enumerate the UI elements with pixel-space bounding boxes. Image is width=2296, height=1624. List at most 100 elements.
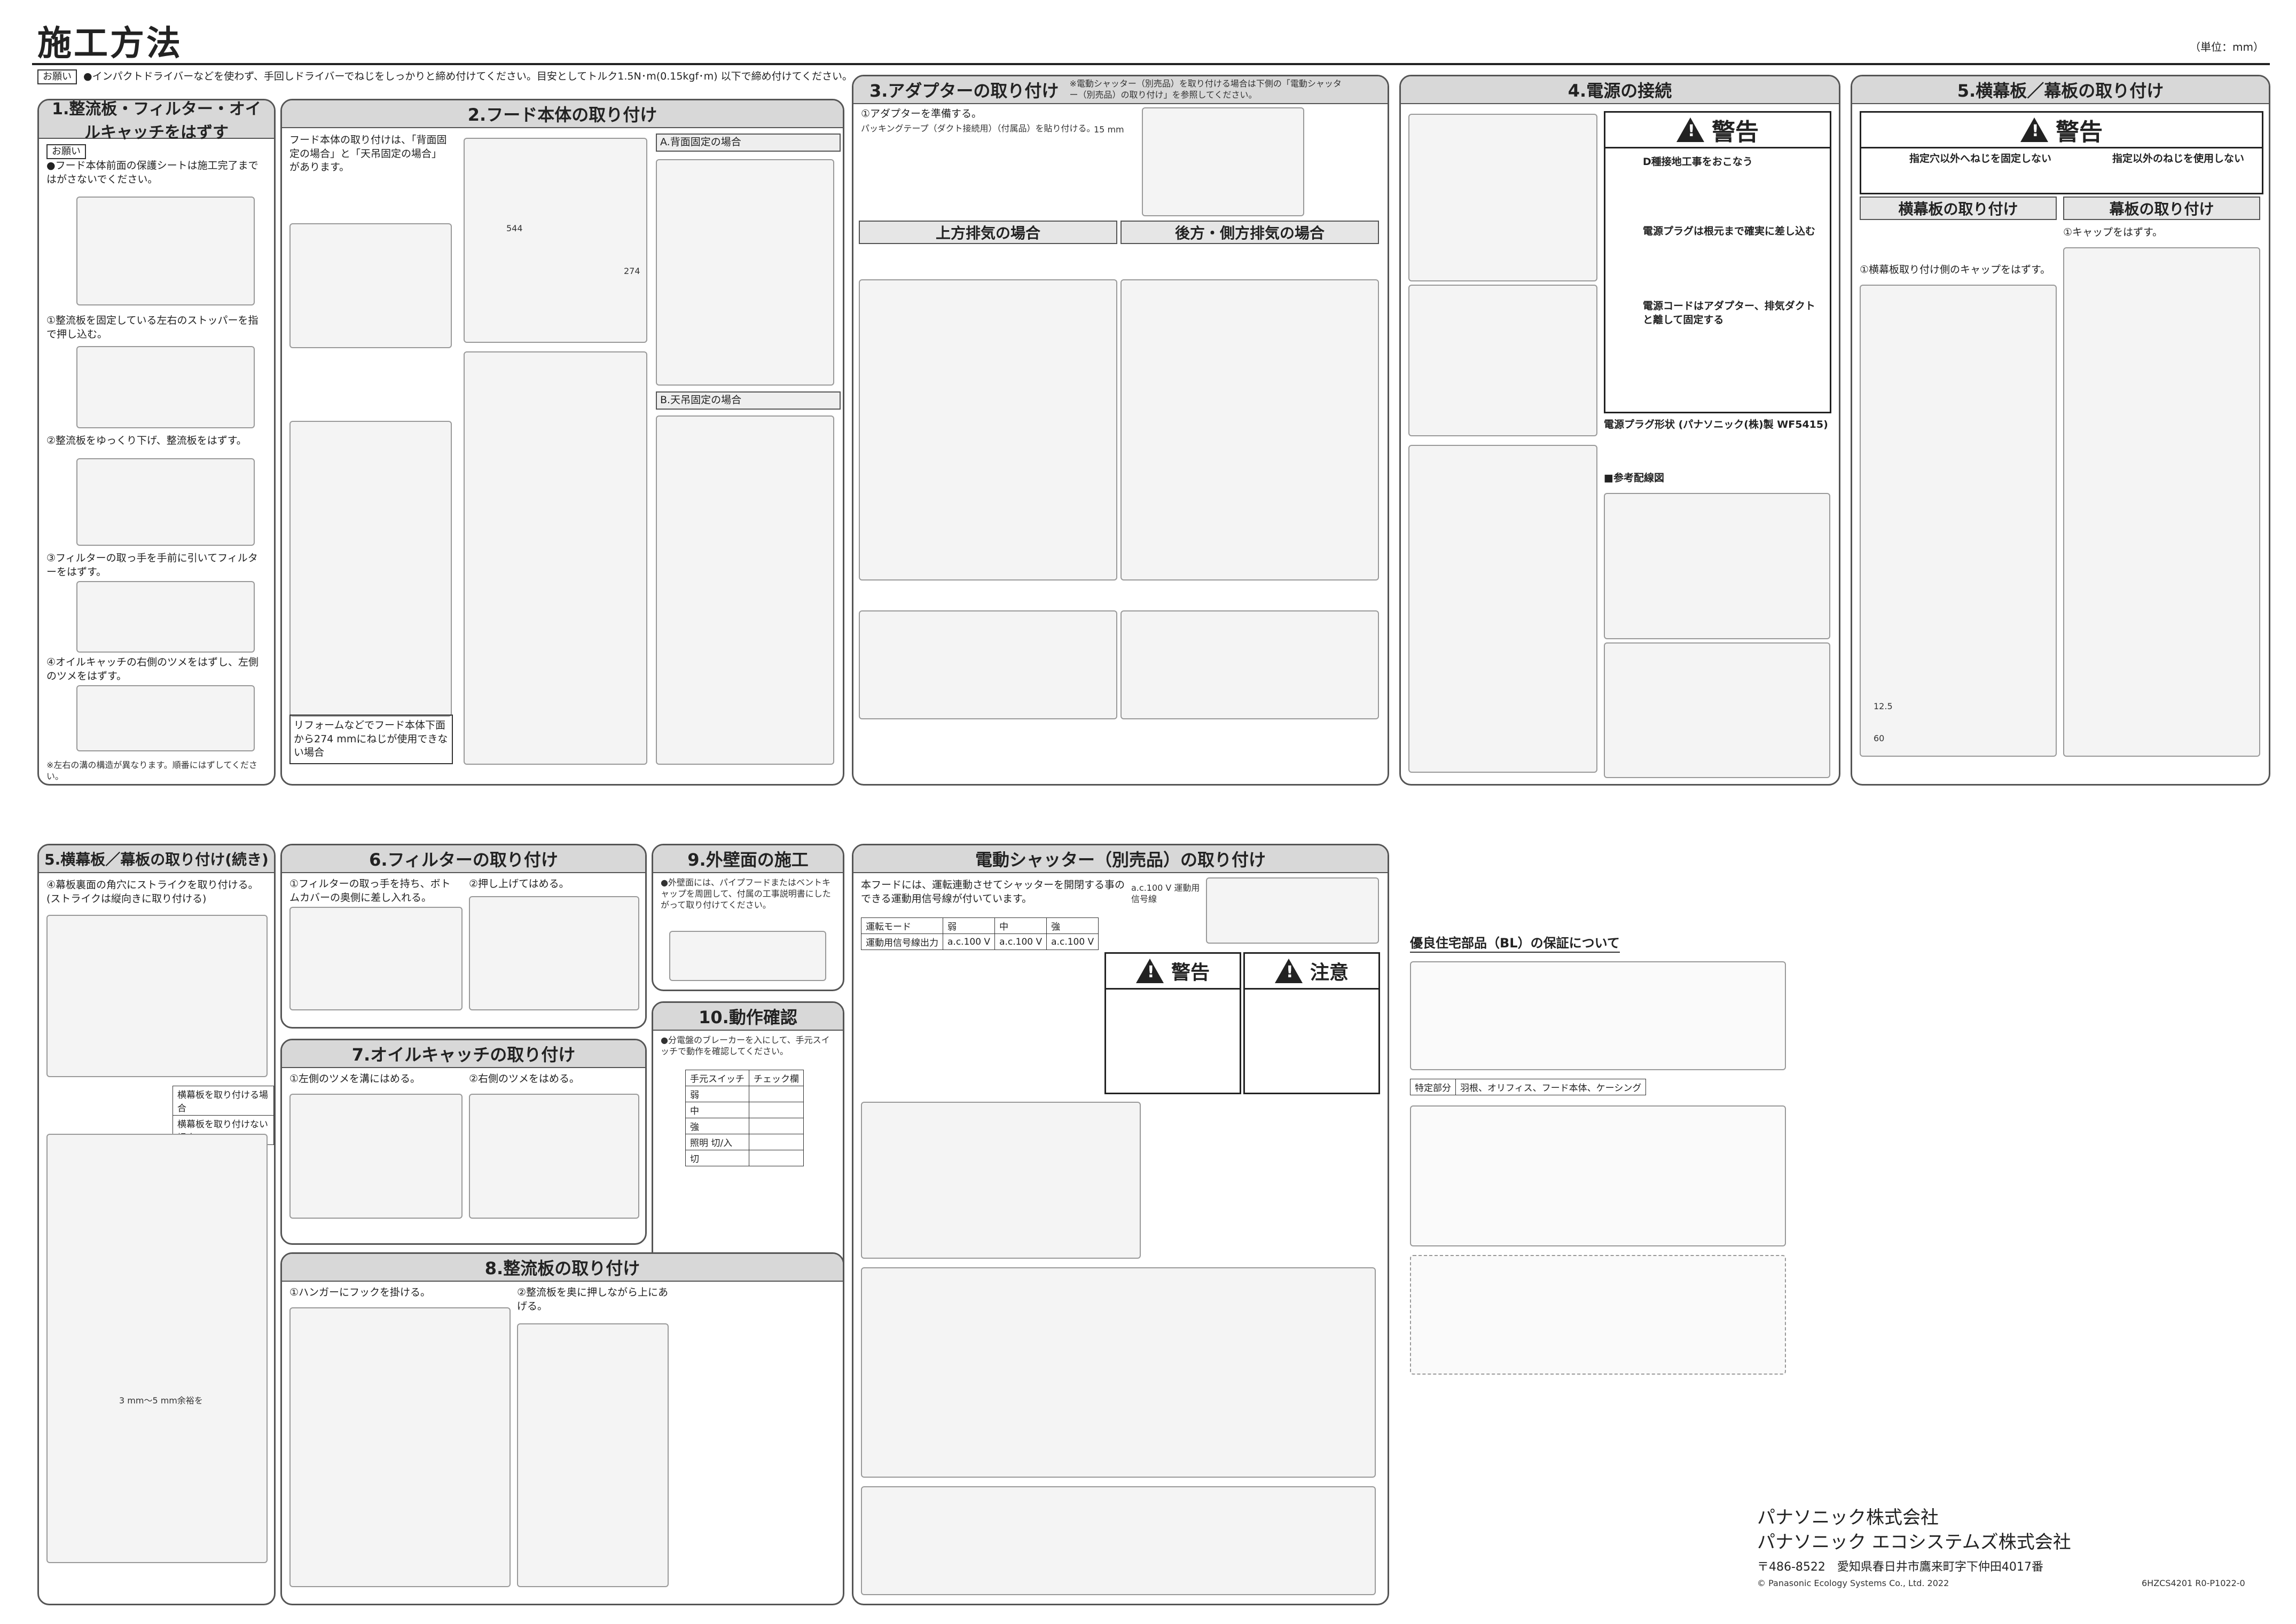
s10-check-cell[interactable] [749, 1134, 804, 1150]
s10-check-table: 手元スイッチチェック欄 弱 中 強 照明 切/入 切 [685, 1070, 804, 1166]
s4-figure-2 [1408, 285, 1597, 436]
s11-warning-label: 警告 [1171, 962, 1210, 984]
s5-dim-12-5: 12.5 [1874, 701, 1893, 711]
s2-figure-2 [289, 421, 452, 717]
section-2-title: 2.フード本体の取り付け [282, 100, 843, 128]
section-1-title: 1.整流板・フィルター・オイルキャッチをはずす [39, 100, 274, 142]
s10-check-cell[interactable] [749, 1102, 804, 1118]
s3-up-figure-1 [859, 279, 1117, 580]
s5c-dim: 3 mm〜5 mm余裕を [119, 1395, 203, 1406]
s3-back-figure-2 [1120, 610, 1379, 719]
footer-corp-2: パナソニック エコシステムズ株式会社 [1757, 1531, 2071, 1553]
bl-list [1410, 1105, 1786, 1246]
s2-figure-1 [289, 223, 452, 348]
s10-text: ●分電盤のブレーカーを入にして、手元スイッチで動作を確認してください。 [661, 1035, 830, 1056]
s4-wiring-figure-1 [1604, 493, 1830, 639]
footer-copyright: © Panasonic Ecology Systems Co., Ltd. 20… [1757, 1578, 1949, 1588]
s10-row: 照明 切/入 [685, 1134, 749, 1150]
s3-back-figure-1 [1120, 279, 1379, 580]
section-6-title: 6.フィルターの取り付け [282, 845, 645, 873]
section-10-title: 10.動作確認 [653, 1003, 843, 1031]
s11-signal-label: a.c.100 V 運動用信号線 [1131, 883, 1200, 904]
s2-figure-a [656, 159, 834, 386]
footer-corp: パナソニック株式会社 パナソニック エコシステムズ株式会社 [1757, 1506, 2071, 1555]
s1-note: お願い ●フード本体前面の保護シートは施工完了まではがさないでください。 [46, 144, 265, 187]
s2-b-title: B.天吊固定の場合 [656, 391, 841, 410]
section-4: 4.電源の接続 警告 D種接地工事をおこなう 電源プラグは根元まで確実に差し込む… [1399, 75, 1840, 786]
s4-wiring-label: ■参考配線図 [1604, 472, 1664, 484]
s5c-figure-1 [46, 915, 268, 1077]
bl-spec-label: 特定部分 [1410, 1079, 1456, 1095]
s7-figure-1 [289, 1094, 463, 1219]
section-2: 2.フード本体の取り付け フード本体の取り付けは、「背面固定の場合」と「天吊固定… [280, 99, 844, 786]
s8-step-1: ①ハンガーにフックを掛ける。 [289, 1286, 431, 1298]
section-9-title: 9.外壁面の施工 [653, 845, 843, 873]
s1-figure-2 [76, 346, 255, 428]
section-5-cont: 5.横幕板／幕板の取り付け(続き) ④幕板裏面の角穴にストライクを取り付ける。(… [37, 844, 276, 1605]
s7-figure-2 [469, 1094, 639, 1219]
bl-notes [1410, 1255, 1786, 1375]
s1-step-4: ④オイルキャッチの右側のツメをはずし、左側のツメをはずす。 [46, 656, 259, 682]
s2-intro: フード本体の取り付けは、「背面固定の場合」と「天吊固定の場合」があります。 [289, 134, 447, 174]
s3-step-1: ①アダプターを準備する。 [861, 108, 982, 120]
bl-title: 優良住宅部品（BL）の保証について [1410, 935, 1620, 953]
s2-a-title: A.背面固定の場合 [656, 134, 841, 152]
s7-step-2: ②右側のツメをはめる。 [469, 1073, 580, 1085]
s3-adapter-figure [1142, 107, 1304, 216]
s4-warning-3: 電源コードはアダプター、排気ダクトと離して固定する [1643, 300, 1815, 326]
s11-caution-box: 注意 [1243, 952, 1380, 1094]
s5c-figure-2 [46, 1134, 268, 1563]
s5-right-figure [2063, 247, 2260, 757]
caution-icon [1274, 959, 1303, 983]
s10-check-cell[interactable] [749, 1086, 804, 1102]
section-1: 1.整流板・フィルター・オイルキャッチをはずす お願い ●フード本体前面の保護シ… [37, 99, 276, 786]
s11-td: a.c.100 V [942, 933, 996, 950]
s1-figure-1 [76, 197, 255, 305]
unit-label: （単位：mm） [2190, 41, 2264, 53]
s5-right-step-1: ①キャップをはずす。 [2063, 226, 2163, 238]
s6-step-1: ①フィルターの取っ手を持ち、ボトムカバーの奥側に差し入れる。 [289, 878, 451, 904]
s4-wiring-figure-2 [1604, 642, 1830, 778]
s10-th-switch: 手元スイッチ [685, 1070, 749, 1086]
s2-figure-4 [464, 351, 647, 765]
s10-row: 中 [685, 1102, 749, 1118]
s3-note: ※電動シャッター（別売品）を取り付ける場合は下側の「電動シャッター（別売品）の取… [1069, 79, 1342, 100]
s10-check-cell[interactable] [749, 1118, 804, 1134]
section-5-title: 5.横幕板／幕板の取り付け [1852, 76, 2269, 104]
s3-back-title: 後方・側方排気の場合 [1120, 221, 1379, 244]
s1-step-1: ①整流板を固定している左右のストッパーを指で押し込む。 [46, 315, 258, 340]
section-5: 5.横幕板／幕板の取り付け 警告 指定穴以外へねじを固定しない 指定以外のねじを… [1851, 75, 2270, 786]
s4-figure-1 [1408, 114, 1597, 281]
s1-figure-3 [76, 458, 255, 546]
section-3-title: 3.アダプターの取り付け [869, 81, 1059, 101]
s11-figure-3 [861, 1486, 1376, 1595]
warning-icon [1676, 117, 1704, 142]
s11-figure-2 [861, 1267, 1376, 1478]
s2-dim-544: 544 [506, 223, 523, 233]
bl-spec-table: 特定部分羽根、オリフィス、フード本体、ケーシング [1410, 1079, 1647, 1095]
s11-th: 中 [994, 917, 1047, 934]
s4-warning-label: 警告 [1712, 119, 1759, 146]
s8-step-2: ②整流板を奥に押しながら上にあげる。 [517, 1286, 669, 1312]
s5c-table-row-1: 横幕板を取り付ける場合 [173, 1086, 274, 1116]
s11-intro: 本フードには、運転連動させてシャッターを開閉する事のできる運動用信号線が付いてい… [861, 879, 1125, 905]
s5-left-title: 横幕板の取り付け [1860, 197, 2057, 220]
s10-row: 弱 [685, 1086, 749, 1102]
s6-figure-2 [469, 896, 639, 1010]
section-3-header: 3.アダプターの取り付け ※電動シャッター（別売品）を取り付ける場合は下側の「電… [853, 76, 1388, 104]
s7-step-1: ①左側のツメを溝にはめる。 [289, 1073, 421, 1085]
s4-warning-box: 警告 D種接地工事をおこなう 電源プラグは根元まで確実に差し込む 電源コードはア… [1604, 111, 1831, 413]
s2-figure-b [656, 415, 834, 765]
s5-left-step-1: ①横幕板取り付け側のキャップをはずす。 [1860, 264, 2051, 276]
section-6: 6.フィルターの取り付け ①フィルターの取っ手を持ち、ボトムカバーの奥側に差し入… [280, 844, 647, 1029]
s11-th: 運転モード [861, 917, 943, 934]
s11-warning-header: 警告 [1106, 954, 1240, 990]
section-3: 3.アダプターの取り付け ※電動シャッター（別売品）を取り付ける場合は下側の「電… [852, 75, 1389, 786]
s6-figure-1 [289, 907, 463, 1010]
s11-td: a.c.100 V [1046, 933, 1099, 950]
s10-check-cell[interactable] [749, 1150, 804, 1166]
section-5-cont-title: 5.横幕板／幕板の取り付け(続き) [39, 845, 274, 873]
s4-warning-header: 警告 [1605, 113, 1830, 148]
s2-reform-note: リフォームなどでフード本体下面から274 mmにねじが使用できない場合 [289, 715, 453, 764]
